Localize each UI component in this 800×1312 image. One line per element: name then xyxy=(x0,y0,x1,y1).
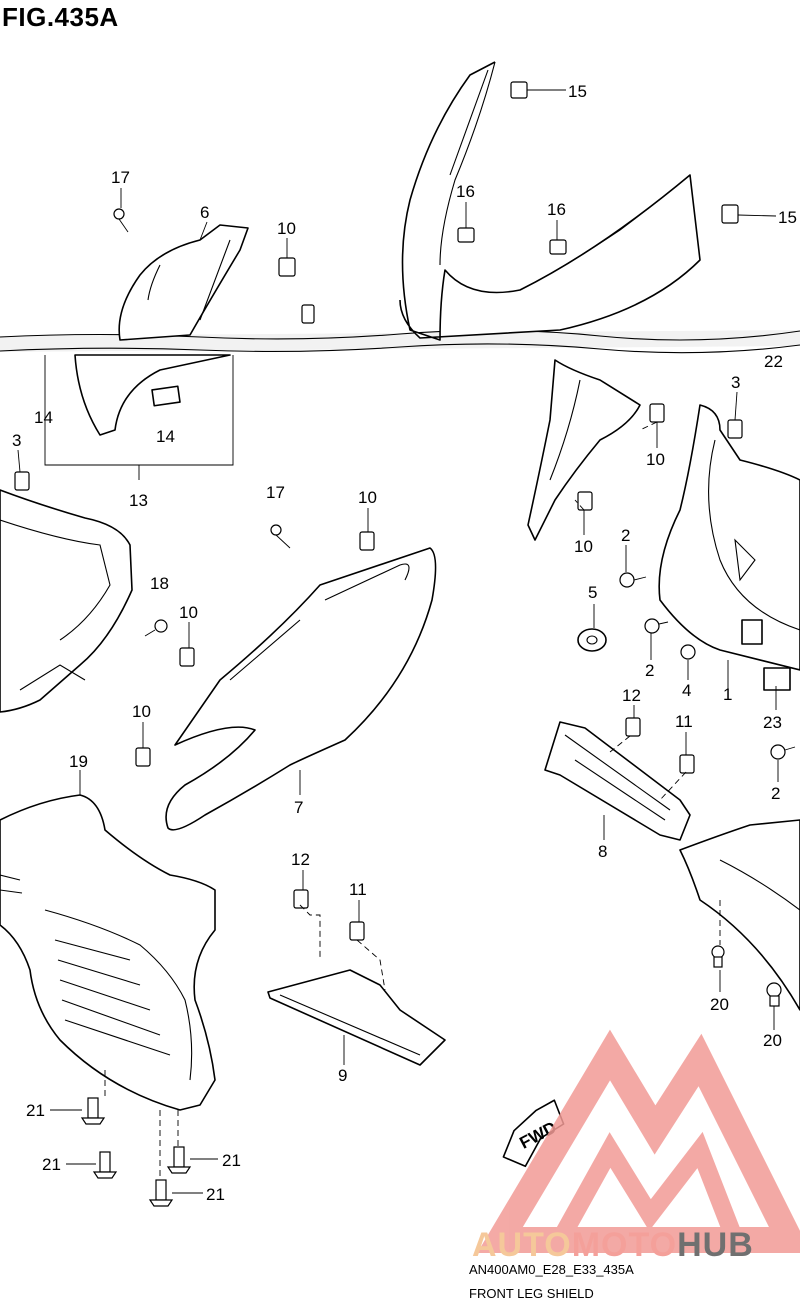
rivet-21a xyxy=(87,1097,99,1119)
lower-cover-part-19[interactable] xyxy=(0,794,216,1111)
callout-15: 15 xyxy=(778,208,797,227)
callout-16: 16 xyxy=(547,200,566,219)
screw-17b xyxy=(270,524,282,536)
callout-11: 11 xyxy=(675,712,693,731)
figure-title: FIG.435A xyxy=(2,2,119,32)
callout-12: 12 xyxy=(622,686,641,705)
callout-22: 22 xyxy=(764,352,783,371)
callout-21: 21 xyxy=(26,1101,45,1120)
clip-12a xyxy=(625,717,641,737)
callout-10: 10 xyxy=(574,537,593,556)
rivet-20a xyxy=(711,945,725,959)
clip-10d xyxy=(359,531,375,551)
callout-5: 5 xyxy=(588,583,597,602)
clip-3a xyxy=(14,471,30,491)
screw-18 xyxy=(154,619,168,633)
callout-1: 1 xyxy=(723,685,732,704)
callout-17: 17 xyxy=(111,168,130,187)
watermark-moto: MOTO xyxy=(571,1226,678,1264)
clip-16a xyxy=(457,227,475,243)
bolt-2c xyxy=(770,744,786,760)
callout-8: 8 xyxy=(598,842,607,861)
callout-2: 2 xyxy=(621,526,630,545)
callout-21: 21 xyxy=(206,1185,225,1204)
watermark-text: AUTOMOTOHUB xyxy=(472,1228,754,1262)
bracket-13-leader xyxy=(44,355,234,480)
drawing-name: FRONT LEG SHIELD xyxy=(469,1286,594,1301)
screw-17a xyxy=(113,208,125,220)
clip-10c xyxy=(577,491,593,511)
bolt-2b xyxy=(644,618,660,634)
callout-23: 23 xyxy=(763,713,782,732)
shroud-part-22-lower[interactable] xyxy=(527,359,641,541)
callout-16: 16 xyxy=(456,182,475,201)
callout-3: 3 xyxy=(12,431,21,450)
grommet-5 xyxy=(577,628,607,652)
callout-labels: 15 15 17 6 10 16 16 22 14 14 13 3 3 10 1… xyxy=(12,82,797,1204)
callout-13: 13 xyxy=(129,491,148,510)
clip-16b xyxy=(549,239,567,255)
callout-3: 3 xyxy=(731,373,740,392)
callout-11: 11 xyxy=(349,880,367,899)
callout-2: 2 xyxy=(645,661,654,680)
callout-19: 19 xyxy=(69,752,88,771)
clip-15b xyxy=(721,204,739,224)
inner-cover-part-1[interactable] xyxy=(658,404,800,671)
rivet-21b xyxy=(99,1151,111,1173)
washer-4 xyxy=(680,644,696,660)
callout-21: 21 xyxy=(222,1151,241,1170)
clip-12b xyxy=(293,889,309,909)
inner-panel-part-6[interactable] xyxy=(118,224,249,341)
clip-10f xyxy=(135,747,151,767)
clip-11b xyxy=(349,921,365,941)
cushion-23 xyxy=(763,667,791,691)
callout-18: 18 xyxy=(150,574,169,593)
leader-lines xyxy=(17,89,779,1194)
callout-6: 6 xyxy=(200,203,209,222)
callout-10: 10 xyxy=(646,450,665,469)
bolt-2a xyxy=(619,572,635,588)
clip-10b xyxy=(649,403,665,423)
rivet-21d xyxy=(155,1179,167,1201)
clip-3b xyxy=(727,419,743,439)
clip-15a xyxy=(510,81,528,99)
callout-14: 14 xyxy=(34,408,53,427)
clip-pair xyxy=(301,304,315,324)
callout-10: 10 xyxy=(179,603,198,622)
rivet-21c xyxy=(173,1146,185,1168)
callout-10: 10 xyxy=(358,488,377,507)
callout-2: 2 xyxy=(771,784,780,803)
bracket-part-14[interactable] xyxy=(74,354,231,436)
rail-part-8[interactable] xyxy=(544,721,691,841)
callout-21: 21 xyxy=(42,1155,61,1174)
callout-10: 10 xyxy=(132,702,151,721)
side-body-left[interactable] xyxy=(0,489,133,713)
watermark-auto: AUTO xyxy=(472,1226,572,1264)
callout-20: 20 xyxy=(710,995,729,1014)
watermark-hub: HUB xyxy=(677,1226,754,1264)
callout-10: 10 xyxy=(277,219,296,238)
callout-14: 14 xyxy=(156,427,175,446)
clip-11a xyxy=(679,754,695,774)
callout-9: 9 xyxy=(338,1066,347,1085)
torn-band xyxy=(0,329,800,354)
callout-4: 4 xyxy=(682,681,691,700)
callout-20: 20 xyxy=(763,1031,782,1050)
clip-10a xyxy=(278,257,296,277)
lower-cover-right[interactable] xyxy=(679,819,800,1011)
fastener-clips xyxy=(14,81,796,1207)
watermark-logo xyxy=(477,1029,800,1253)
lower-panel-part-9[interactable] xyxy=(267,969,446,1066)
callout-12: 12 xyxy=(291,850,310,869)
callout-17: 17 xyxy=(266,483,285,502)
drawing-code: AN400AM0_E28_E33_435A xyxy=(469,1262,634,1277)
callout-15: 15 xyxy=(568,82,587,101)
callout-7: 7 xyxy=(294,798,303,817)
clip-10e xyxy=(179,647,195,667)
side-cover-part-7[interactable] xyxy=(165,547,437,831)
rivet-20b xyxy=(766,982,782,998)
upper-cover-part-22[interactable] xyxy=(399,61,701,341)
